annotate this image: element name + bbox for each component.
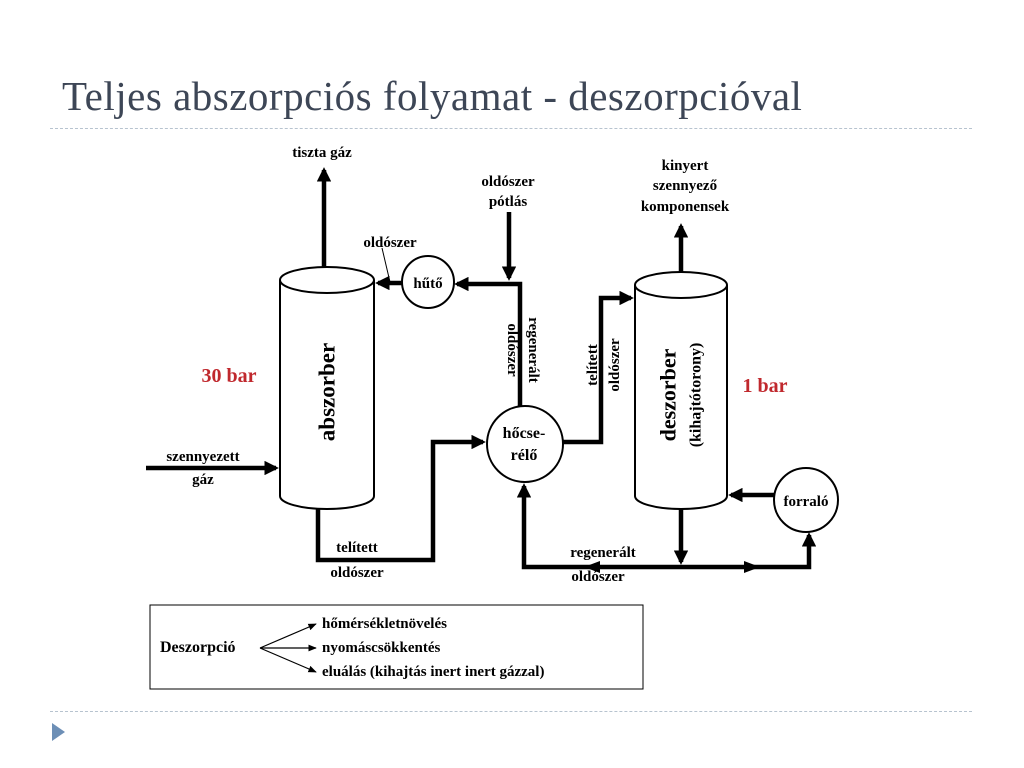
solvent-makeup-label-line2: pótlás	[489, 194, 528, 210]
saturated-bottom-label-line2: oldószer	[330, 565, 384, 581]
solvent-makeup-label-line1: oldószer	[481, 174, 535, 190]
footer-divider	[50, 711, 972, 712]
desorber-pressure-label: 1 bar	[743, 375, 788, 397]
desorber-column	[634, 271, 728, 510]
legend-root-label: Deszorpció	[160, 639, 236, 656]
legend-item-1: hőmérsékletnövelés	[322, 616, 447, 632]
desorber-label: deszorber	[656, 348, 681, 441]
polluted-gas-label-line2: gáz	[192, 472, 214, 488]
legend-item-3: eluálás (kihajtás inert inert gázzal)	[322, 664, 544, 680]
saturated-vertical-label-line1: telített	[585, 344, 601, 386]
reboiler-label: forraló	[784, 494, 829, 510]
regen-bottom-label-line1: regenerált	[570, 545, 636, 561]
desorption-legend-box	[149, 604, 644, 690]
heat-exchanger	[486, 405, 564, 483]
legend-arrow-3	[259, 647, 317, 673]
regen-solvent-to-cooler-flow	[454, 276, 523, 406]
saturated-solvent-to-desorber-flow	[563, 290, 634, 445]
absorber-pressure-label: 30 bar	[202, 365, 257, 387]
reboiler-unit	[773, 467, 839, 533]
desorber-sublabel: (kihajtótorony)	[688, 343, 705, 448]
saturated-solvent-to-exchanger-flow	[315, 434, 486, 563]
absorber-label: abszorber	[315, 343, 340, 441]
legend-arrow-1	[259, 623, 317, 649]
clean-gas-label: tiszta gáz	[292, 145, 352, 161]
slide-title: Teljes abszorpciós folyamat - deszorpció…	[62, 73, 803, 119]
title-divider	[50, 128, 972, 129]
regen-bottom-label-line2: oldószer	[571, 569, 625, 585]
solvent-leader-line	[381, 247, 391, 283]
extracted-label-line3: komponensek	[641, 199, 730, 215]
slide-bullet-icon	[52, 723, 65, 741]
regen-vertical-label-line2: oldószer	[504, 323, 520, 377]
extracted-label-line2: szennyező	[653, 178, 718, 194]
regen-solvent-return-flow	[516, 483, 681, 570]
extracted-label-line1: kinyert	[662, 158, 709, 174]
cooler-label: hűtő	[413, 276, 443, 292]
bottom-to-reboiler-flow	[681, 532, 817, 570]
polluted-gas-label-line1: szennyezett	[166, 449, 239, 465]
exchanger-label-line1: hőcse-	[503, 425, 546, 442]
bottom-flow-arrow-left	[584, 561, 600, 573]
solvent-label: oldószer	[363, 235, 417, 251]
regen-vertical-label-line1: regenerált	[525, 317, 541, 383]
saturated-bottom-label-line1: telített	[336, 540, 378, 556]
absorber-column	[279, 266, 375, 510]
exchanger-label-line2: rélő	[511, 447, 538, 464]
bottom-flow-arrow-right	[744, 561, 760, 573]
saturated-vertical-label-line2: oldószer	[607, 338, 623, 392]
legend-item-2: nyomáscsökkentés	[322, 640, 441, 656]
